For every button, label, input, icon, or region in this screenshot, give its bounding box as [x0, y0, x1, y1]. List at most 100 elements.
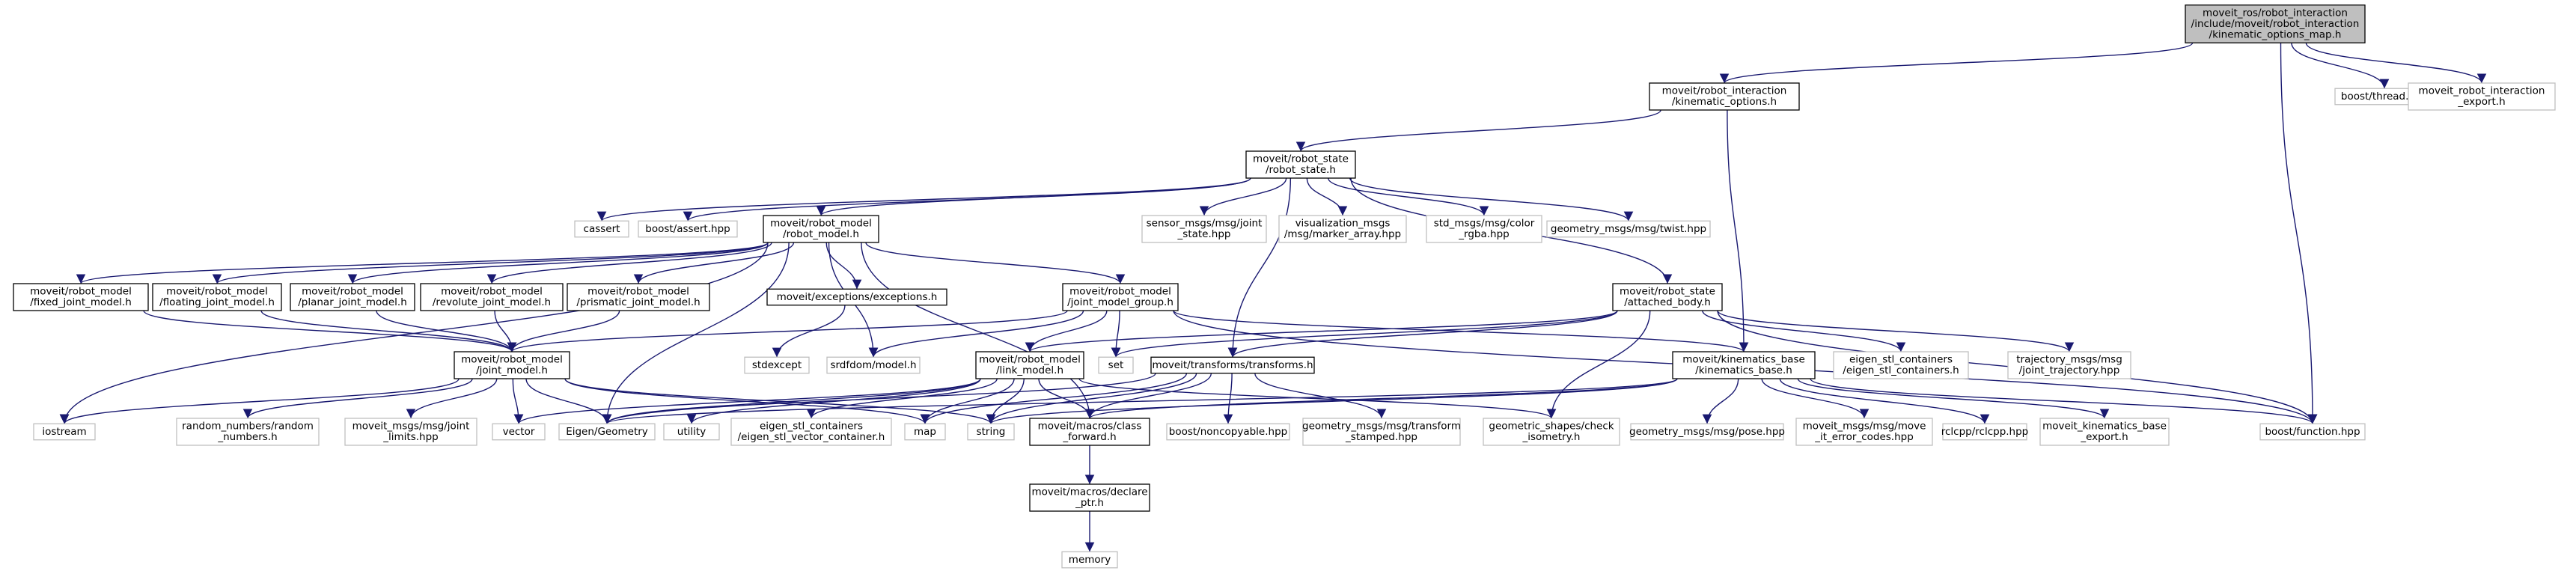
node-label-kinbase-1: /kinematics_base.h: [1695, 364, 1792, 376]
edge-root-to-rie: [2305, 43, 2487, 84]
node-label-eigenstlc-0: eigen_stl_containers: [1849, 354, 1953, 366]
node-string: string: [967, 423, 1015, 441]
node-jmg[interactable]: moveit/robot_model/joint_model_group.h: [1062, 283, 1179, 311]
node-label-kinopt-1: /kinematic_options.h: [1672, 96, 1777, 108]
node-box-cassert: [574, 220, 629, 238]
node-label-bfunction-0: boost/function.hpp: [2265, 426, 2360, 438]
edge-prismatic-to-jointmodel: [507, 310, 620, 352]
edge-jointmodel-to-jointlimits: [406, 378, 498, 419]
node-box-memory: [1061, 551, 1118, 569]
node-label-fixed-0: moveit/robot_model: [30, 286, 132, 298]
node-revolute[interactable]: moveit/robot_model/revolute_joint_model.…: [420, 283, 564, 311]
node-label-kbexport-0: moveit_kinematics_base: [2042, 421, 2167, 433]
node-box-map: [904, 423, 946, 441]
node-eigenstlc: eigen_stl_containers/eigen_stl_container…: [1833, 351, 1969, 379]
node-box-twist: [1546, 220, 1711, 238]
node-robotstate[interactable]: moveit/robot_state/robot_state.h: [1245, 150, 1356, 179]
node-box-sensorjs: [1141, 215, 1267, 243]
node-box-root: [2185, 4, 2366, 43]
node-root[interactable]: moveit_ros/robot_interaction/include/mov…: [2185, 4, 2366, 43]
node-box-eigenvec: [730, 418, 892, 446]
node-box-exceptions: [766, 288, 947, 306]
edge-jmg-to-linkmodel: [1025, 310, 1108, 352]
node-classfwd[interactable]: moveit/macros/class_forward.h: [1029, 418, 1150, 446]
node-fixed[interactable]: moveit/robot_model/fixed_joint_model.h: [13, 283, 149, 311]
edge-attached-to-linkmodel: [1025, 310, 1618, 352]
node-moveerr: moveit_msgs/msg/move_it_error_codes.hpp: [1795, 418, 1933, 446]
edge-kinbase-to-pose: [1702, 378, 1739, 424]
node-label-linkmodel-1: /link_model.h: [996, 364, 1063, 376]
edge-attached-to-trajmsg: [1717, 310, 2075, 352]
node-linkmodel[interactable]: moveit/robot_model/link_model.h: [975, 351, 1084, 379]
edge-robotstate-to-vizma: [1306, 177, 1348, 216]
node-label-bassert-0: boost/assert.hpp: [645, 223, 730, 235]
node-attached[interactable]: moveit/robot_state/attached_body.h: [1612, 283, 1723, 311]
node-box-robotmodel: [763, 215, 879, 243]
node-eigenvec: eigen_stl_containers/eigen_stl_vector_co…: [730, 418, 892, 446]
node-label-eigenstlc-1: /eigen_stl_containers.h: [1843, 364, 1959, 376]
node-vizma: visualization_msgs/msg/marker_array.hpp: [1278, 215, 1407, 243]
node-label-moveerr-1: _it_error_codes.hpp: [1814, 431, 1914, 443]
node-box-randnum: [176, 418, 320, 446]
node-cassert: cassert: [574, 220, 629, 238]
node-label-planar-1: /planar_joint_model.h: [298, 296, 407, 308]
edge-attached-to-checkiso: [1546, 310, 1651, 419]
edge-kinbase-to-moveerr: [1761, 378, 1870, 419]
node-label-jmg-1: /joint_model_group.h: [1067, 296, 1173, 308]
node-pose: geometry_msgs/msg/pose.hpp: [1629, 423, 1785, 441]
edge-robotmodel-to-planar: [347, 242, 769, 284]
edge-floating-to-jointmodel: [260, 310, 517, 352]
node-set: set: [1098, 356, 1134, 374]
node-label-eigenvec-1: /eigen_stl_vector_container.h: [738, 431, 885, 443]
edge-jmg-to-srdfdom: [868, 310, 1084, 358]
node-twist: geometry_msgs/msg/twist.hpp: [1546, 220, 1711, 238]
edge-jointmodel-to-eigengeo: [525, 378, 612, 424]
dependency-nodes: moveit_ros/robot_interaction/include/mov…: [13, 4, 2556, 569]
node-declptr[interactable]: moveit/macros/declare_ptr.h: [1029, 483, 1150, 512]
node-label-rclcpp-0: rclcpp/rclcpp.hpp: [1941, 426, 2029, 438]
node-label-pose-0: geometry_msgs/msg/pose.hpp: [1629, 426, 1785, 438]
node-kinbase[interactable]: moveit/kinematics_base/kinematics_base.h: [1672, 351, 1816, 379]
edge-transforms-to-eigengeo: [602, 373, 1156, 424]
node-srdfdom: srdfdom/model.h: [826, 356, 921, 374]
node-box-jointmodel: [454, 351, 570, 379]
node-box-utility: [663, 423, 720, 441]
edge-linkmodel-to-eigengeo: [602, 378, 981, 424]
node-box-attached: [1612, 283, 1723, 311]
node-memory: memory: [1061, 551, 1118, 569]
node-label-kinopt-0: moveit/robot_interaction: [1662, 85, 1787, 97]
node-jointmodel[interactable]: moveit/robot_model/joint_model.h: [454, 351, 570, 379]
node-floating[interactable]: moveit/robot_model/floating_joint_model.…: [152, 283, 282, 311]
node-label-sensorjs-0: sensor_msgs/msg/joint: [1147, 218, 1263, 230]
node-planar[interactable]: moveit/robot_model/planar_joint_model.h: [290, 283, 415, 311]
node-label-memory-0: memory: [1069, 554, 1111, 566]
node-trajmsg: trajectory_msgs/msg/joint_trajectory.hpp: [2007, 351, 2131, 379]
node-box-fixed: [13, 283, 149, 311]
node-label-iostream-0: iostream: [42, 426, 86, 438]
node-exceptions[interactable]: moveit/exceptions/exceptions.h: [766, 288, 947, 306]
node-box-noncopy: [1166, 423, 1290, 441]
edge-robotstate-to-sensorjs: [1199, 177, 1287, 216]
edge-robotstate-to-stdcolor: [1328, 177, 1489, 216]
node-box-rie: [2408, 82, 2556, 111]
node-rclcpp: rclcpp/rclcpp.hpp: [1941, 423, 2029, 441]
edge-robotmodel-to-floating: [213, 242, 769, 284]
node-box-stdexcept: [744, 356, 810, 374]
node-bassert: boost/assert.hpp: [638, 220, 738, 238]
node-prismatic[interactable]: moveit/robot_model/prismatic_joint_model…: [567, 283, 710, 311]
node-kinopt[interactable]: moveit/robot_interaction/kinematic_optio…: [1649, 82, 1800, 111]
node-label-revolute-0: moveit/robot_model: [441, 286, 543, 298]
node-label-thread-0: boost/thread.hpp: [2341, 91, 2428, 103]
edge-linkmodel-to-vector: [513, 378, 981, 424]
node-label-sensorjs-1: _state.hpp: [1177, 228, 1231, 240]
node-label-attached-1: /attached_body.h: [1624, 296, 1711, 308]
node-jointlimits: moveit_msgs/msg/joint_limits.hpp: [344, 418, 477, 446]
edge-jmg-to-set: [1111, 310, 1121, 358]
node-robotmodel[interactable]: moveit/robot_model/robot_model.h: [763, 215, 879, 243]
node-transforms[interactable]: moveit/transforms/transforms.h: [1150, 356, 1315, 374]
edge-jointmodel-to-vector: [512, 378, 524, 424]
node-box-transforms: [1150, 356, 1315, 374]
edge-kinbase-to-kbexport: [1797, 378, 2110, 419]
node-label-jointmodel-0: moveit/robot_model: [461, 354, 563, 366]
